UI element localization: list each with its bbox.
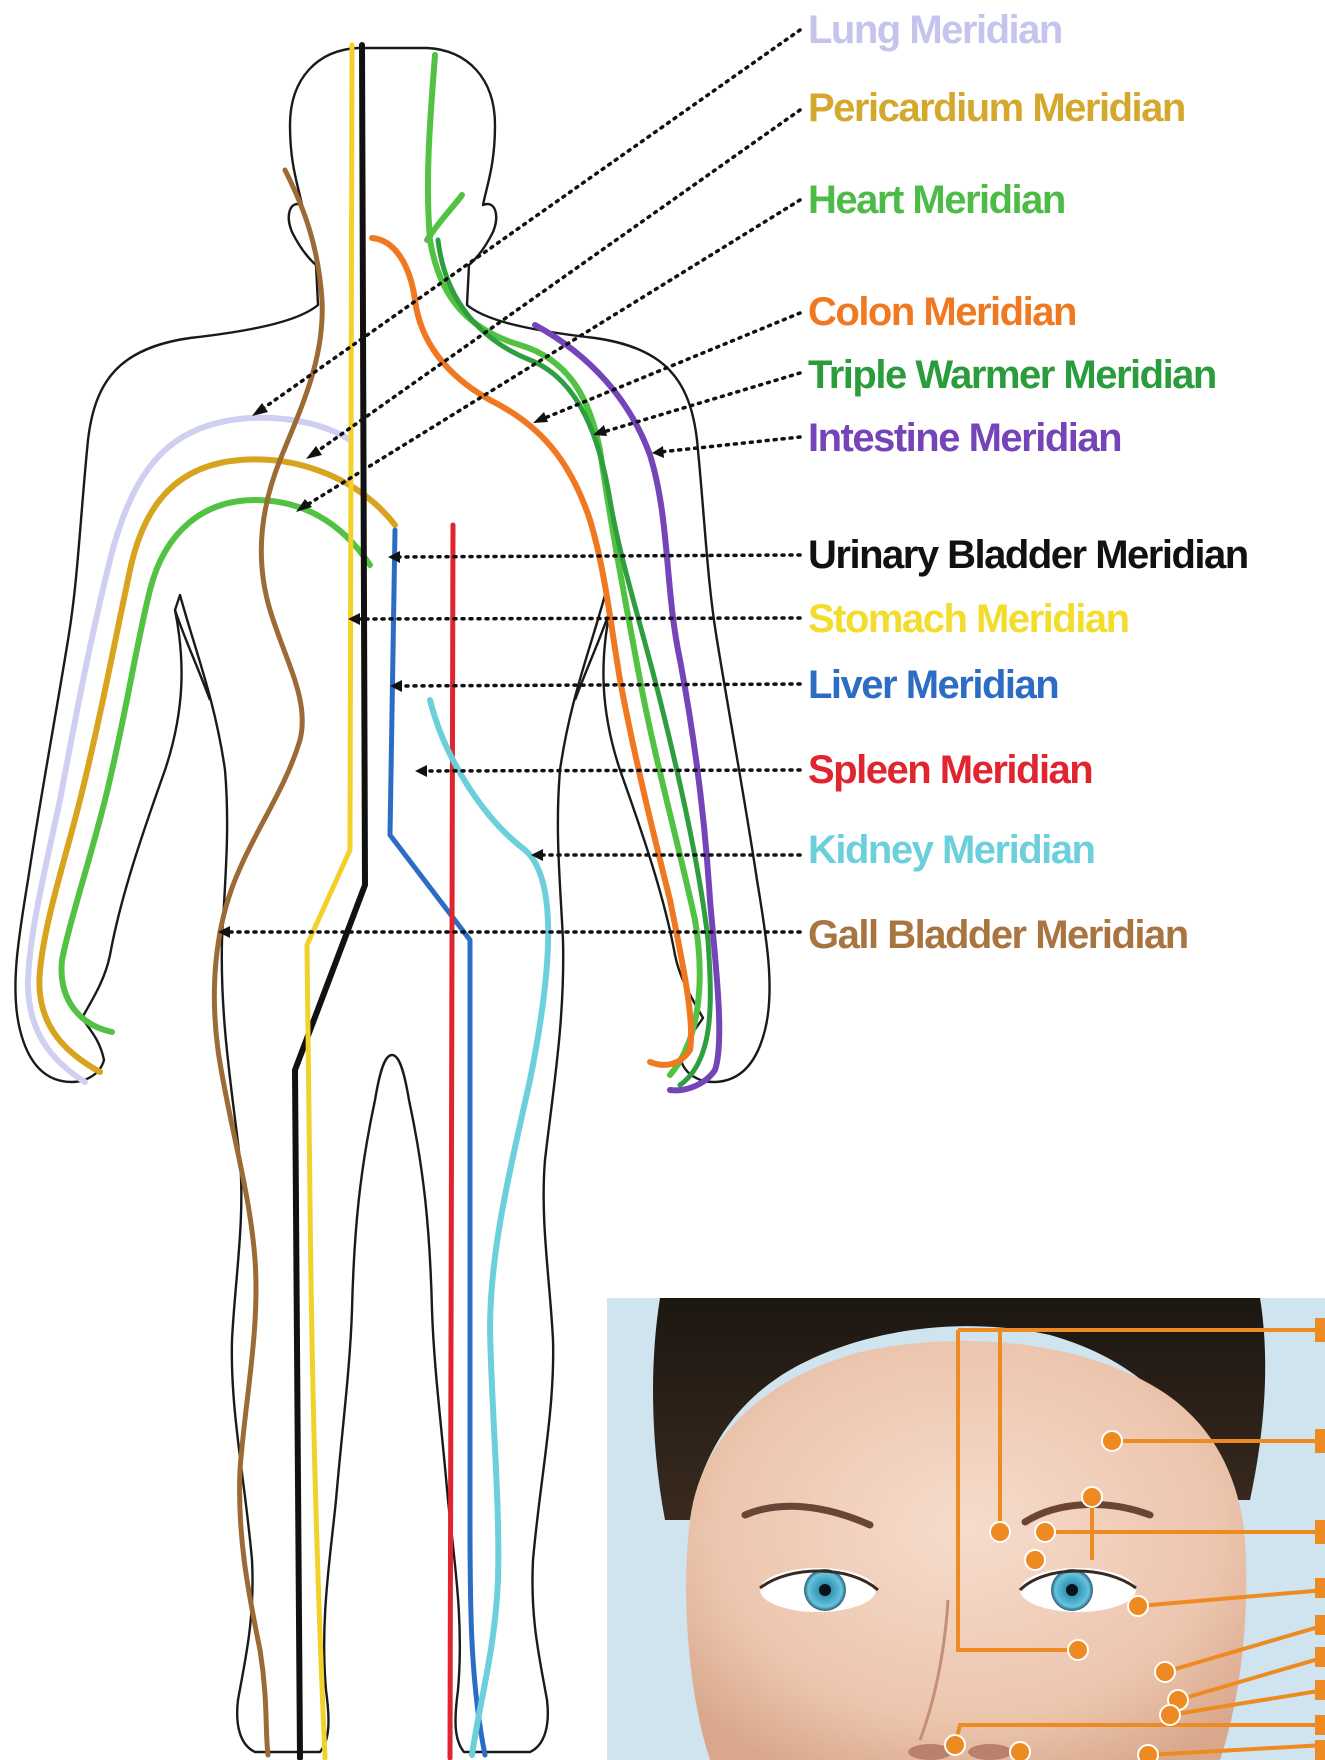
label-stomach: Stomach Meridian: [808, 597, 1129, 641]
heart-meridian-upper: [428, 55, 700, 1075]
stomach-meridian-line: [307, 45, 352, 1758]
kidney-meridian-line: [430, 700, 548, 1755]
heart-meridian-branch: [427, 195, 462, 240]
label-spleen: Spleen Meridian: [808, 748, 1092, 792]
label-lung: Lung Meridian: [808, 8, 1062, 52]
label-colon: Colon Meridian: [808, 290, 1076, 334]
label-gall-bladder: Gall Bladder Meridian: [808, 913, 1188, 957]
spleen-meridian-line: [450, 525, 453, 1758]
label-pericardium: Pericardium Meridian: [808, 86, 1185, 130]
label-heart: Heart Meridian: [808, 178, 1065, 222]
label-kidney: Kidney Meridian: [808, 828, 1094, 872]
label-liver: Liver Meridian: [808, 663, 1058, 707]
label-urinary-bladder: Urinary Bladder Meridian: [808, 533, 1248, 577]
liver-meridian-line: [390, 530, 485, 1755]
label-triple-warmer: Triple Warmer Meridian: [808, 353, 1216, 397]
pointer-lines: [218, 30, 800, 938]
lung-meridian-line: [28, 418, 350, 1082]
triple-warmer-meridian-line: [438, 240, 710, 1085]
label-intestine: Intestine Meridian: [808, 416, 1121, 460]
face-photo: [607, 1298, 1325, 1760]
meridian-labels: Lung Meridian Pericardium Meridian Heart…: [808, 8, 1248, 957]
urinary-bladder-meridian-line: [295, 45, 365, 1758]
